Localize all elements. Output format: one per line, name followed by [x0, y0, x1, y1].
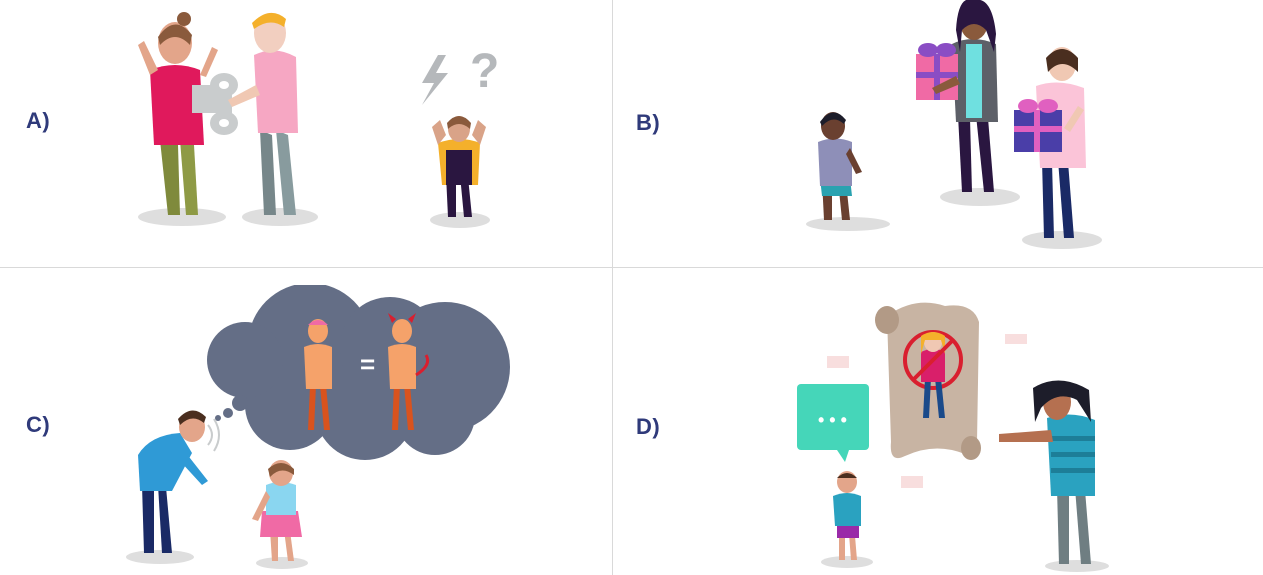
no-sign-icon [903, 330, 963, 418]
panel-label-b: B) [636, 110, 661, 135]
man-figure [228, 12, 298, 215]
thought-figure-devil [388, 313, 430, 430]
panel-b-illustration [806, 0, 1102, 249]
sound-waves-icon [207, 418, 220, 452]
devil-horns-icon [388, 313, 416, 323]
shadow [430, 212, 490, 228]
panel-label-d: D) [636, 414, 661, 439]
shadow [242, 208, 318, 226]
equals-sign: = [360, 349, 375, 379]
woman-with-purple-gift-figure [1014, 47, 1086, 238]
vertical-divider [612, 0, 613, 575]
boy-figure [818, 112, 862, 220]
panel-d-illustration: • • • [797, 302, 1109, 572]
panel-c-illustration: = [126, 285, 510, 569]
woman-figure [138, 12, 218, 215]
speech-bubble-icon: • • • [797, 384, 869, 462]
thought-cloud-icon [207, 285, 510, 460]
thought-figure-normal [304, 319, 332, 430]
shadow [138, 208, 226, 226]
child-figure [833, 471, 861, 560]
horizontal-divider [0, 267, 1263, 268]
gift-icon [1014, 99, 1062, 152]
question-icon: ? [470, 45, 499, 98]
girl-figure [252, 460, 302, 561]
wind-up-key-icon [192, 73, 238, 135]
man-pointing-figure [999, 380, 1095, 564]
panel-label-c: C) [26, 412, 51, 437]
woman-with-gift-figure [916, 0, 998, 192]
panel-a-illustration: ? [138, 12, 499, 228]
adult-bending-figure [138, 410, 220, 553]
panel-label-a: A) [26, 108, 51, 133]
stressed-child-figure [432, 116, 486, 217]
lightning-icon [422, 55, 448, 105]
speech-bubble-text: • • • [818, 410, 847, 430]
